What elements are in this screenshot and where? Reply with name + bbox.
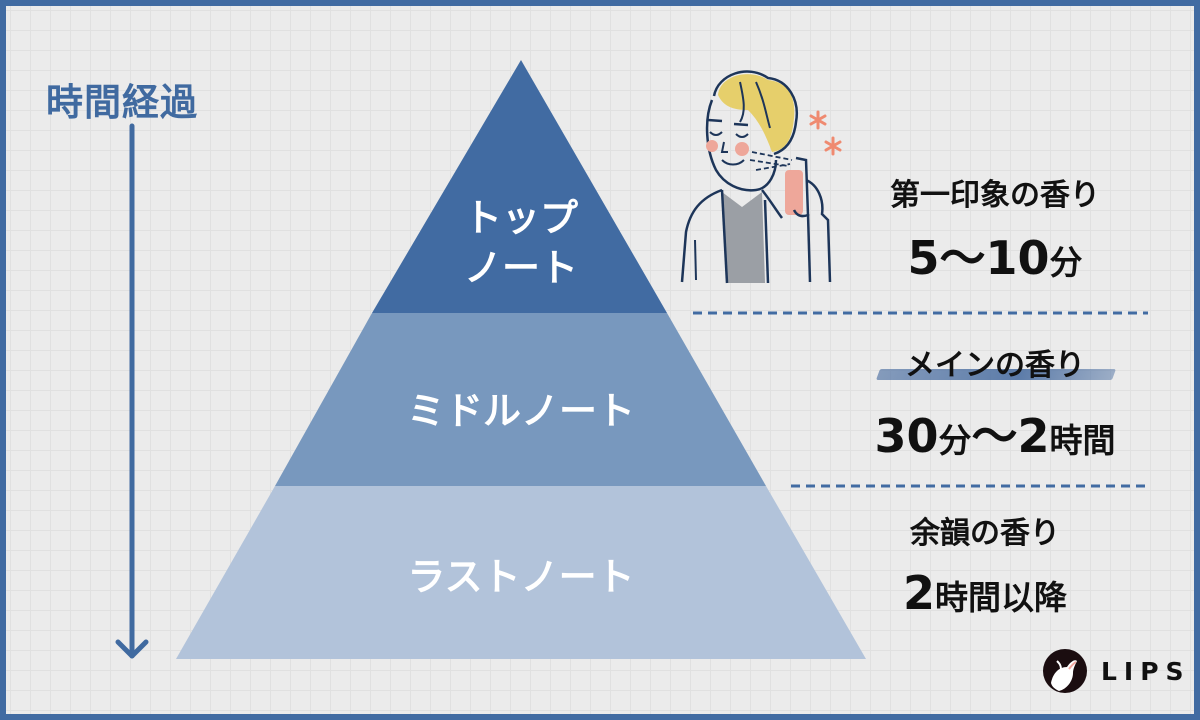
duration-unit: 時間以降 xyxy=(935,578,1067,617)
logo-text: LIPS xyxy=(1101,656,1191,686)
middle-note-duration: 30分〜2時間 xyxy=(840,400,1150,466)
last-note-label: ラストノート xyxy=(407,555,635,599)
duration-value: 2 xyxy=(902,566,935,620)
duration-unit: 分 xyxy=(1049,243,1083,282)
top-note-label-line2: ノート xyxy=(463,246,578,290)
top-note-duration: 5〜10分 xyxy=(860,222,1130,288)
top-note-description: 第一印象の香り xyxy=(890,178,1100,213)
duration-value: 5〜10 xyxy=(907,231,1050,285)
top-note-label-line1: トップ xyxy=(463,196,578,240)
duration-value: 〜2 xyxy=(971,409,1050,463)
duration-unit: 時間 xyxy=(1049,421,1116,460)
last-note-description: 余韻の香り xyxy=(910,516,1060,551)
time-elapsed-label: 時間経過 xyxy=(46,81,198,124)
last-note-duration: 2時間以降 xyxy=(850,566,1120,620)
perfume-man-illustration xyxy=(680,70,842,284)
deer-logo-icon xyxy=(1043,649,1087,693)
top-note-label: トップ ノート xyxy=(421,193,621,293)
middle-note-description: メインの香り xyxy=(905,348,1085,383)
lips-logo: LIPS xyxy=(1043,649,1191,693)
duration-value: 30 xyxy=(874,409,939,463)
duration-unit: 分 xyxy=(938,421,972,460)
middle-note-label: ミドルノート xyxy=(406,389,635,433)
pyramid-tier-top xyxy=(372,60,667,313)
pyramid-tier-last xyxy=(176,486,866,659)
time-arrow-icon xyxy=(115,123,149,659)
pyramid-tier-middle xyxy=(275,313,766,486)
